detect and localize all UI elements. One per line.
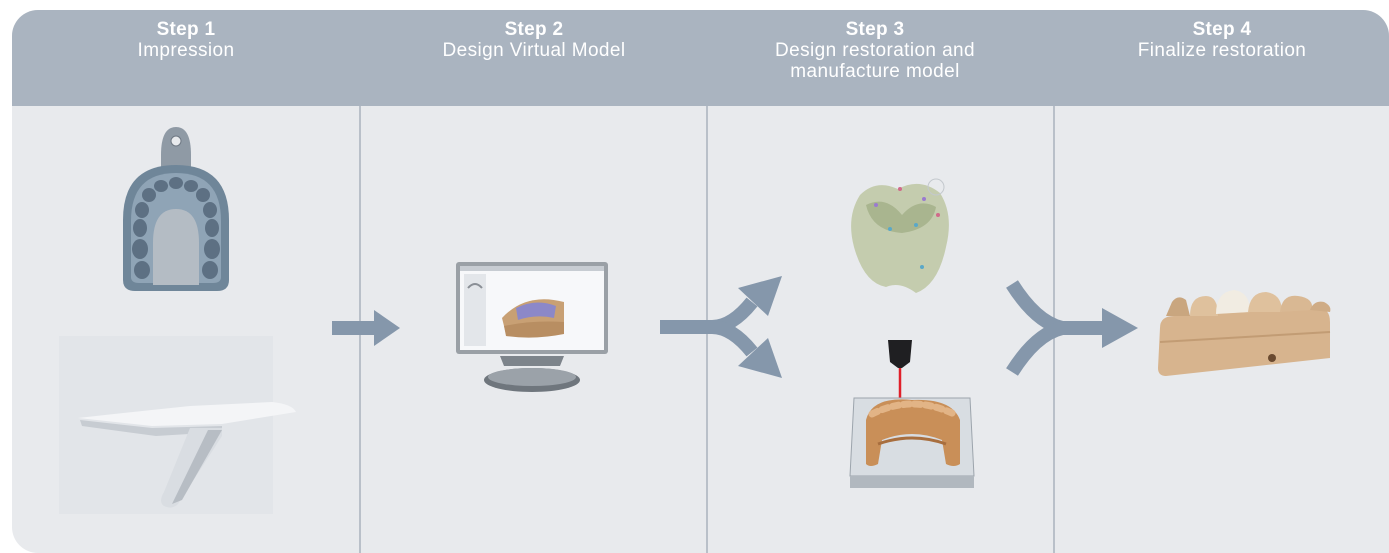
milling-machine-icon — [849, 340, 975, 488]
step-3-number: Step 3 — [845, 19, 905, 40]
step-4-header: Step 4 Finalize restoration — [1055, 10, 1389, 106]
step-3-header: Step 3 Design restoration and manufactur… — [730, 10, 1020, 106]
step-1-number: Step 1 — [156, 19, 216, 40]
step-3-title: Design restoration and manufacture model — [775, 40, 975, 82]
step-2-number: Step 2 — [504, 19, 564, 40]
step-4-title: Finalize restoration — [1137, 40, 1307, 61]
step-2-title: Design Virtual Model — [442, 40, 626, 61]
step-1-title: Impression — [137, 40, 235, 61]
merge-arrow-icon — [1006, 280, 1138, 376]
monitor-icon — [456, 262, 608, 392]
dental-model-icon — [1158, 290, 1331, 376]
intraoral-scanner-icon — [78, 402, 296, 508]
tooth-crown-icon — [851, 178, 949, 293]
step-4-number: Step 4 — [1192, 19, 1252, 40]
impression-tray-icon — [123, 127, 229, 291]
split-arrow-icon — [660, 276, 782, 378]
step-2-header: Step 2 Design Virtual Model — [360, 10, 708, 106]
flow-arrow-icon — [332, 310, 400, 346]
step-1-header: Step 1 Impression — [12, 10, 360, 106]
steps-header: Step 1 Impression Step 2 Design Virtual … — [12, 10, 1389, 106]
